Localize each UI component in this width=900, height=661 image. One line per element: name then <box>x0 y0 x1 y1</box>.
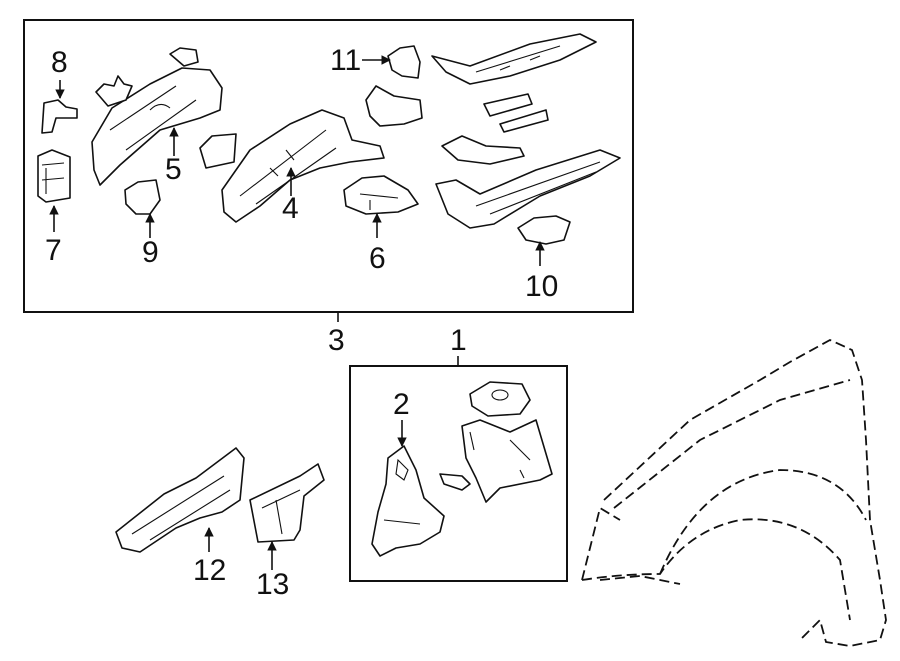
callout-5: 5 <box>165 153 182 186</box>
callout-10: 10 <box>525 270 559 303</box>
part-5 <box>91 47 223 186</box>
part-4 <box>221 109 385 223</box>
part-11 <box>362 45 421 79</box>
part-strut-cap <box>469 381 531 417</box>
part-plate <box>199 133 237 169</box>
part-upper-rail <box>431 33 597 85</box>
part-9 <box>124 179 161 238</box>
fender-outline <box>581 338 887 647</box>
part-small-bracket-a <box>483 93 533 117</box>
part-8 <box>41 80 78 134</box>
part-6 <box>343 175 419 238</box>
part-10 <box>517 215 571 266</box>
part-small-link <box>439 473 471 491</box>
part-small-bracket-b <box>499 109 549 133</box>
callout-13: 13 <box>256 568 290 601</box>
part-upper-rail-detail <box>475 45 561 73</box>
part-lower-rail-detail <box>475 161 601 215</box>
part-13 <box>249 463 325 570</box>
part-strut-cap-hole <box>491 389 509 401</box>
callout-11: 11 <box>330 44 362 77</box>
callout-7: 7 <box>45 234 62 267</box>
callout-3: 3 <box>328 324 345 357</box>
callout-12: 12 <box>193 554 227 587</box>
assembly-3-frame <box>23 19 634 313</box>
part-2 <box>371 420 445 557</box>
callout-6: 6 <box>369 242 386 275</box>
part-apron-panel <box>461 419 553 503</box>
callout-2: 2 <box>393 388 410 421</box>
callout-4: 4 <box>282 192 299 225</box>
part-12 <box>115 447 245 553</box>
part-lower-rail <box>435 149 621 229</box>
callout-9: 9 <box>142 236 159 269</box>
part-7 <box>37 149 71 232</box>
part-curved-bracket <box>441 135 525 165</box>
callout-1: 1 <box>450 324 467 357</box>
callout-8: 8 <box>51 46 68 79</box>
part-bracket-upper <box>365 85 423 127</box>
part-apron-panel-detail <box>469 431 531 479</box>
